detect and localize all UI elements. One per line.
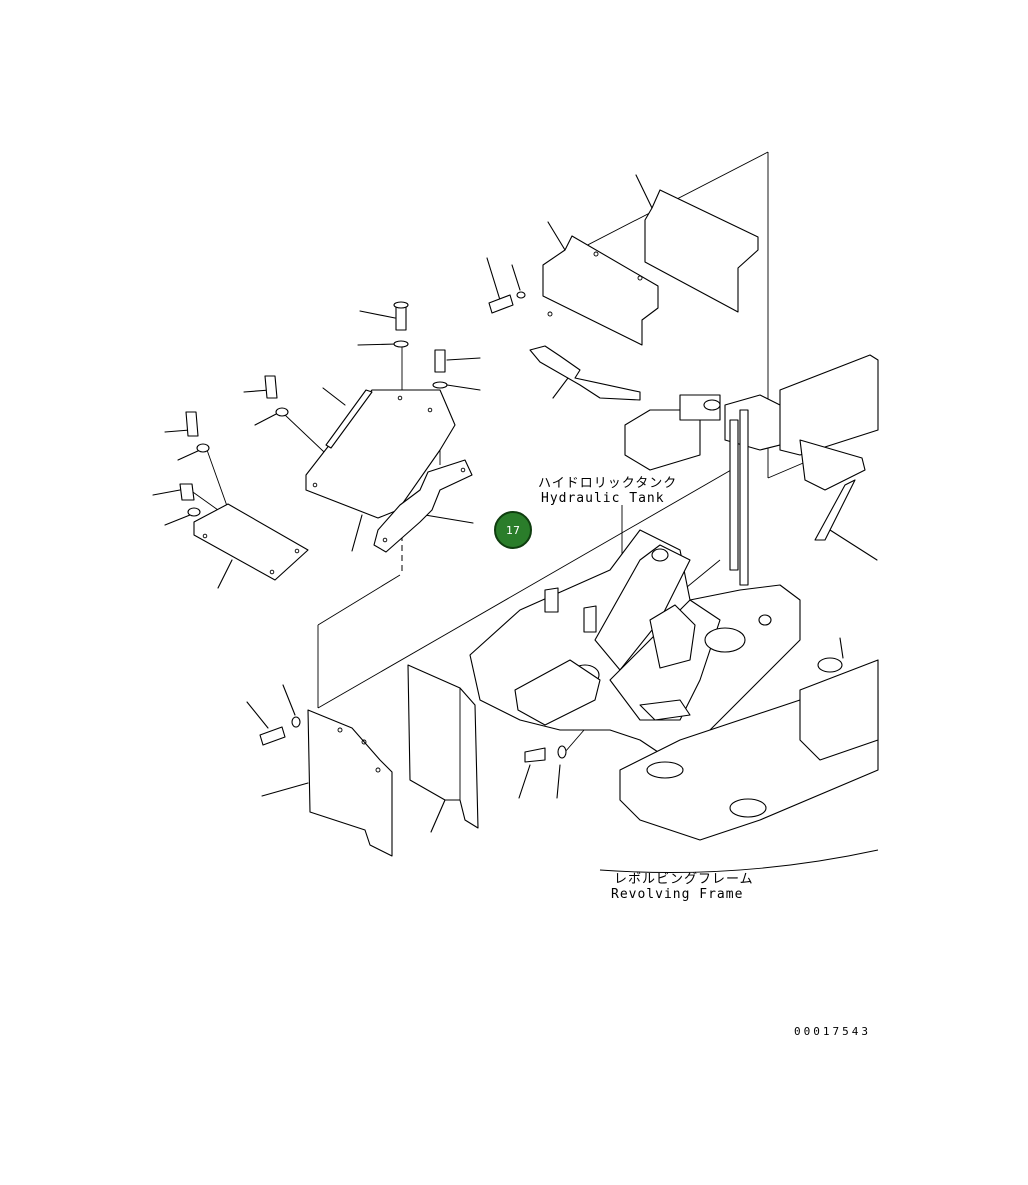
hydraulic-tank-label-en: Hydraulic Tank [541, 491, 665, 506]
upper-cover-plates [529, 189, 759, 401]
part-reference-leaders [152, 174, 878, 833]
hydraulic-tank-assembly [624, 354, 879, 586]
revolving-frame [469, 529, 879, 873]
bolts-and-washers [179, 291, 567, 763]
document-number: 00017543 [794, 1025, 871, 1038]
part-callout-number: 17 [506, 523, 520, 537]
revolving-frame-label-jp: レボルビングフレーム [614, 872, 754, 887]
part-callout-17[interactable]: 17 [494, 511, 532, 549]
revolving-frame-label-en: Revolving Frame [611, 887, 744, 902]
left-cover-plates [193, 389, 473, 581]
lower-side-plates [307, 664, 479, 857]
hydraulic-tank-label-jp: ハイドロリックタンク [538, 476, 678, 491]
